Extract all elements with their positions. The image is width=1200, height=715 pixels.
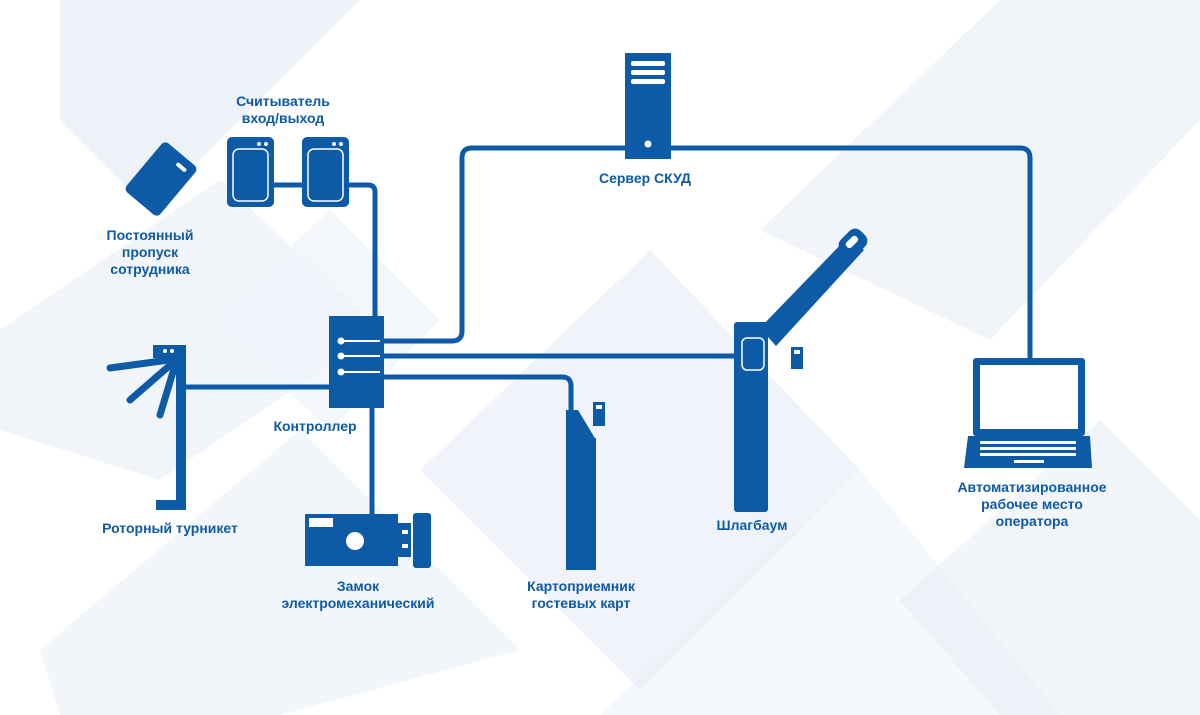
edge-controller-server <box>381 145 1033 363</box>
barrier-gate-icon <box>734 228 868 512</box>
label-controller: Контроллер <box>273 418 357 434</box>
card-reader-icon <box>227 137 349 207</box>
edge-controller-card-collector <box>381 374 574 415</box>
label-turnstile: Роторный турникет <box>102 520 238 536</box>
tripod-turnstile-icon <box>106 345 186 510</box>
label-barrier: Шлагбаум <box>716 517 788 533</box>
card-collector-icon <box>566 402 605 570</box>
laptop-icon <box>964 358 1092 468</box>
server-tower-icon <box>625 53 671 159</box>
connection-lines <box>182 145 1033 519</box>
controller-box-icon <box>329 316 384 408</box>
edge-reader-controller <box>340 182 378 321</box>
access-card-icon <box>125 142 197 216</box>
electromechanical-lock-icon <box>305 513 431 568</box>
label-server: Сервер СКУД <box>598 170 692 186</box>
